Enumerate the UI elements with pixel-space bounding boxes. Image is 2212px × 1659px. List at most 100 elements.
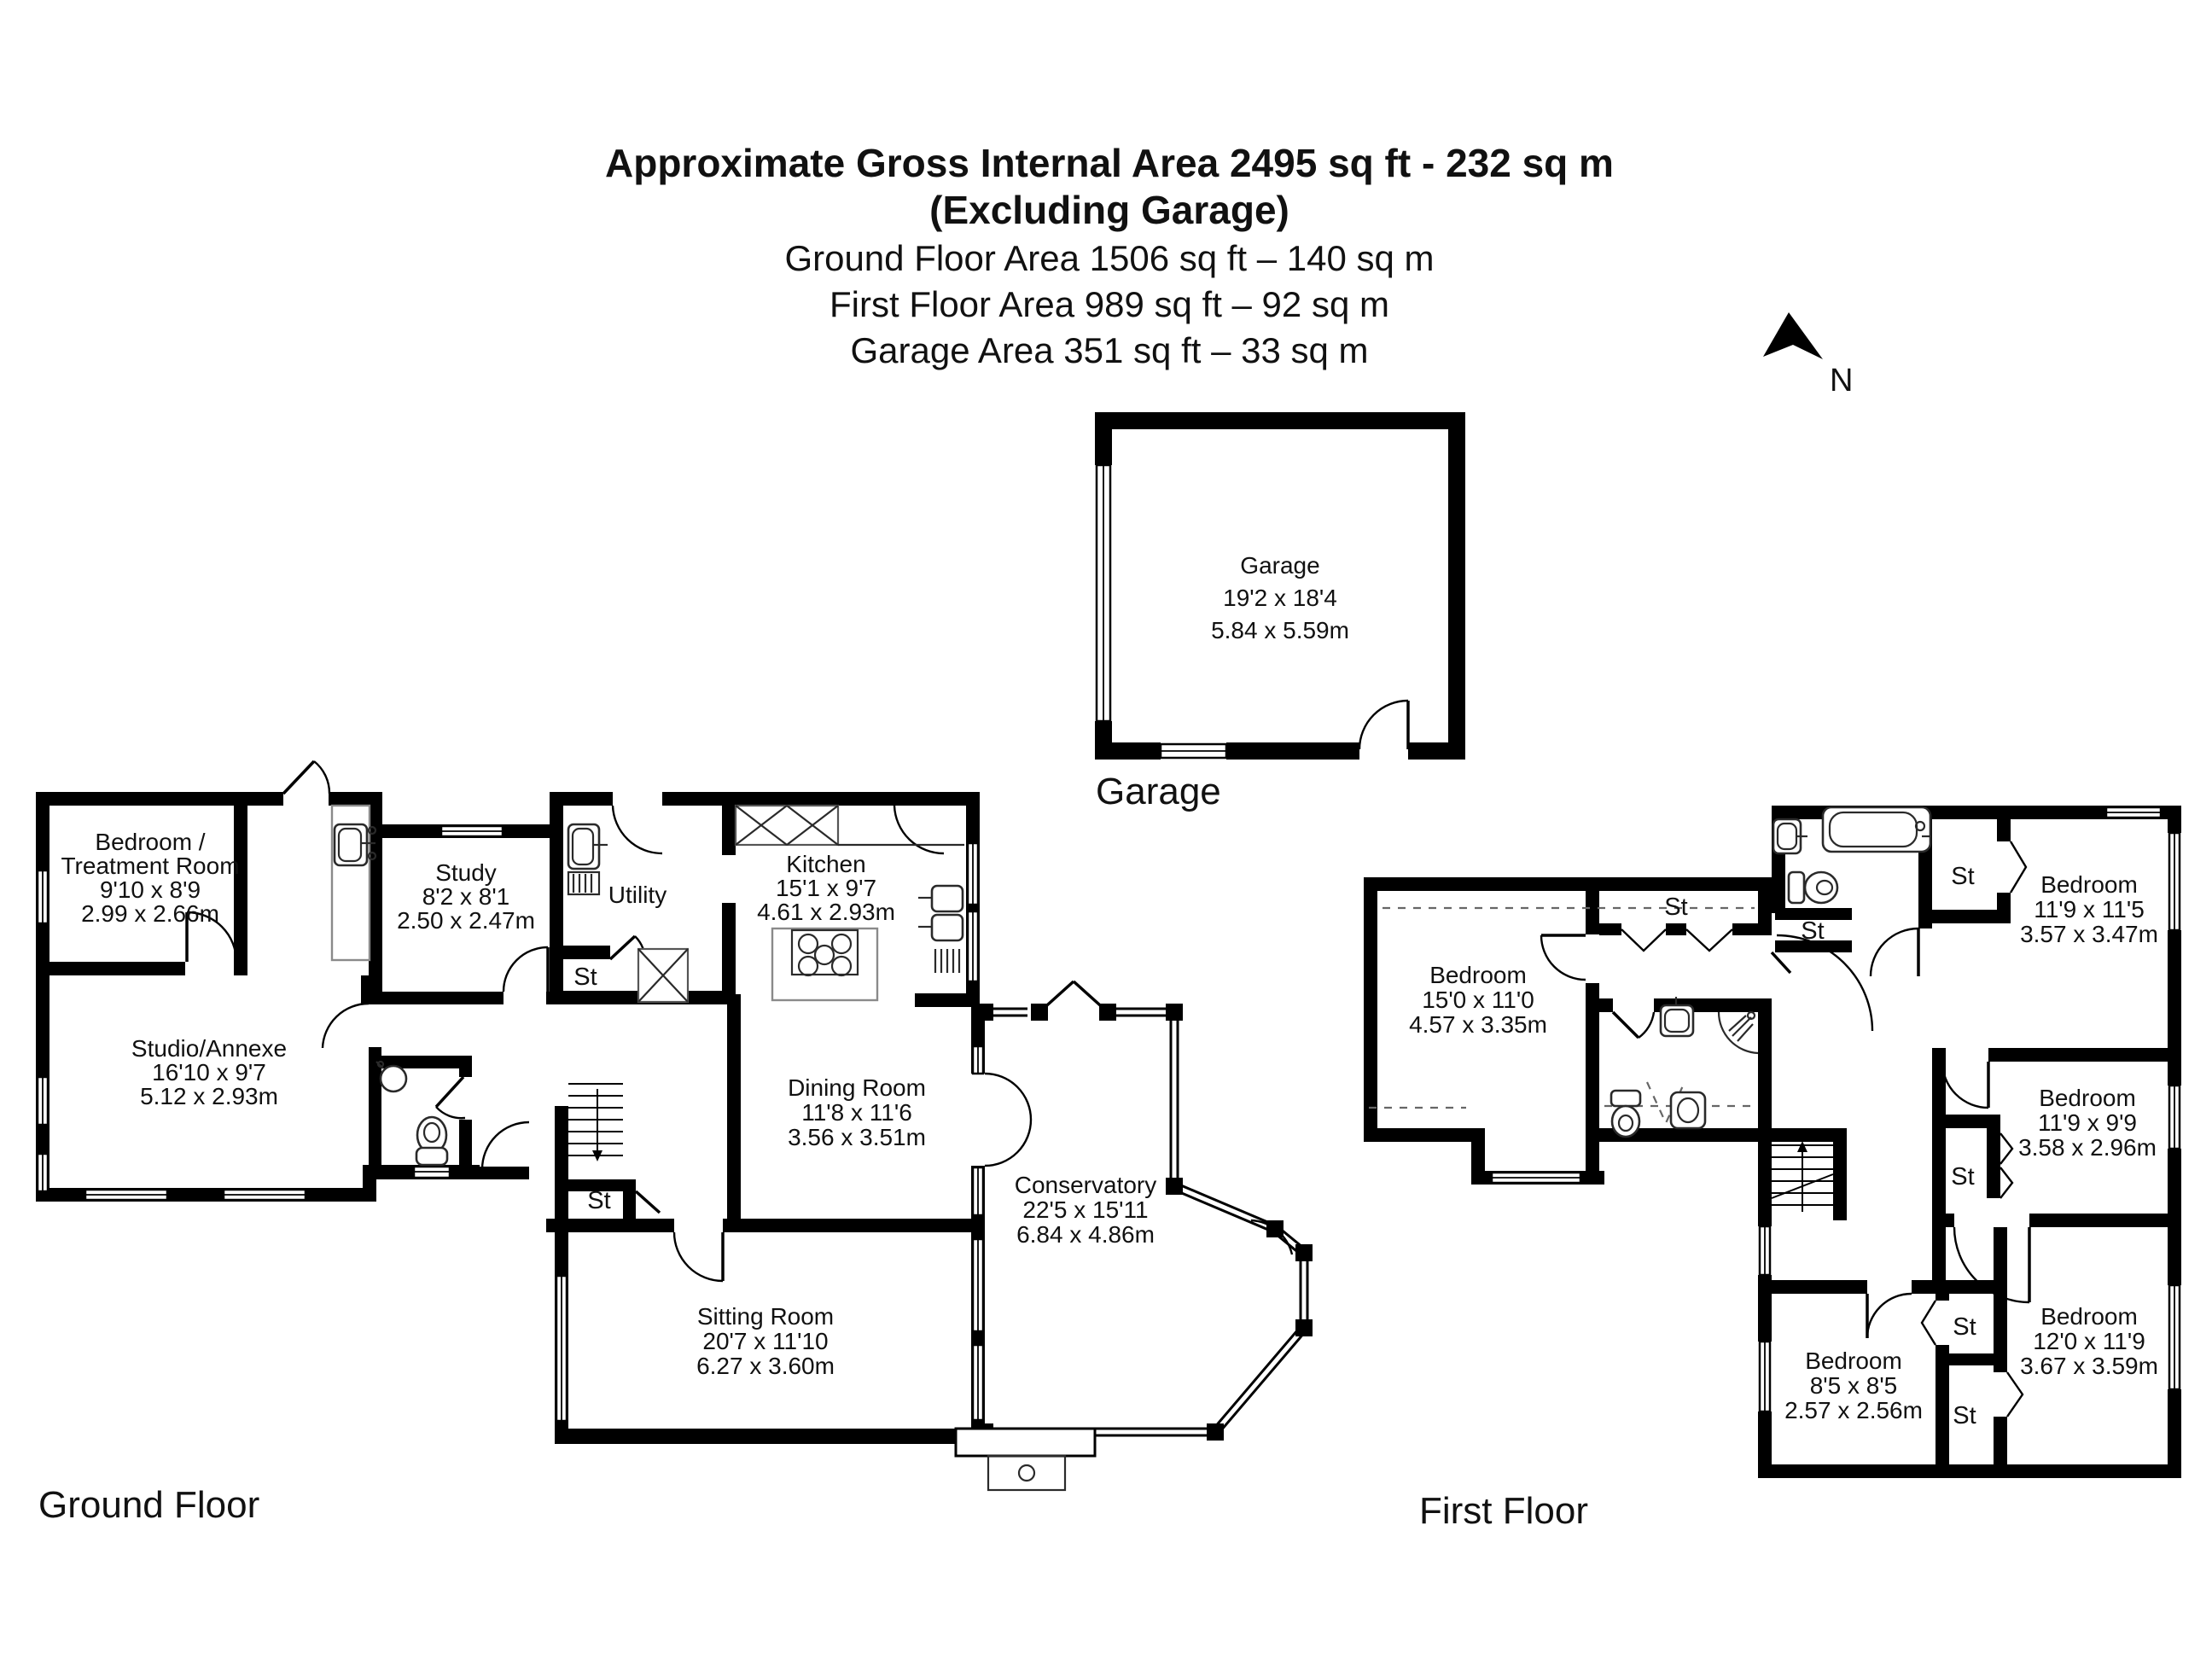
storage-label: St [573, 963, 597, 991]
window [36, 869, 49, 925]
ensuite-toilet-icon [1610, 1089, 1642, 1138]
bedroom-door [1540, 934, 1586, 981]
north-arrow-icon [1763, 312, 1823, 359]
fireplace-icon [954, 1427, 1097, 1492]
room-size-ft: 20'7 x 11'10 [702, 1328, 828, 1354]
garage-room-label: Garage [1240, 552, 1319, 579]
title-line-5: Garage Area 351 sq ft – 33 sq m [850, 330, 1368, 370]
room-label: Conservatory [1015, 1172, 1157, 1198]
room-size-m: 4.57 x 3.35m [1409, 1011, 1547, 1038]
room-size-m: 4.61 x 2.93m [757, 899, 895, 925]
first-floor-plan: Bedroom 15'0 x 11'0 4.57 x 3.35m St St S… [1364, 806, 2181, 1532]
room-size-ft: 12'0 x 11'9 [2033, 1328, 2145, 1354]
room-size-m: 3.67 x 3.59m [2020, 1353, 2158, 1379]
first-floor-walls [1364, 806, 2181, 1478]
window [966, 910, 980, 983]
room-size-m: 6.84 x 4.86m [1016, 1221, 1155, 1248]
study-door [502, 946, 550, 992]
bidet-icon [1669, 1091, 1707, 1130]
storage-door-leaf [1770, 951, 1792, 975]
title-line-1: Approximate Gross Internal Area 2495 sq … [605, 141, 1614, 185]
room-label: Sitting Room [697, 1303, 834, 1330]
window [2104, 806, 2163, 819]
window [222, 1188, 307, 1202]
window [36, 1075, 49, 1126]
room-size-m: 5.12 x 2.93m [140, 1083, 278, 1109]
door-arc [321, 1002, 370, 1049]
window [971, 1343, 985, 1422]
room-size-m: 2.99 x 2.66m [81, 900, 219, 927]
room-label: Treatment Room [61, 853, 239, 879]
wc-door [434, 1075, 466, 1120]
window [84, 1188, 169, 1202]
stairs-arrow [1797, 1141, 1807, 1152]
first-floor-labels: Bedroom 15'0 x 11'0 4.57 x 3.35m St St S… [1409, 863, 2158, 1429]
room-label: Bedroom [2040, 871, 2138, 898]
wc-basin-icon [375, 1060, 408, 1093]
bathroom-sink-icon [1772, 818, 1807, 855]
ground-floor-caption: Ground Floor [38, 1484, 259, 1526]
ground-floor-windows [36, 824, 985, 1423]
window [971, 1166, 985, 1217]
bifold-door [1685, 928, 1733, 952]
utility-cupboard-icon [637, 947, 690, 1004]
window [2168, 1284, 2181, 1391]
ground-floor-labels: Bedroom / Treatment Room 9'10 x 8'9 2.99… [61, 829, 1156, 1379]
entrance-door [282, 760, 331, 795]
room-label: Bedroom [2039, 1085, 2136, 1111]
ensuite-door [1611, 1010, 1656, 1039]
shower-icon [1717, 1010, 1759, 1055]
hall-storage-door [634, 1190, 661, 1214]
garage-window-bottom [1159, 742, 1228, 760]
landing-door-arc [1776, 934, 1874, 1032]
kitchen-cabinets-icon [734, 804, 964, 847]
title-line-4: First Floor Area 989 sq ft – 92 sq m [830, 284, 1389, 324]
room-size-m: 3.58 x 2.96m [2018, 1134, 2157, 1161]
title-block: Approximate Gross Internal Area 2495 sq … [605, 141, 1614, 370]
kitchen-door-arc [893, 805, 945, 855]
window [966, 841, 980, 906]
room-size-m: 3.57 x 3.47m [2020, 921, 2158, 947]
garage-caption: Garage [1096, 771, 1221, 812]
window [971, 1045, 985, 1075]
bathroom-door [1869, 927, 1920, 977]
room-size-ft: 8'2 x 8'1 [422, 883, 510, 910]
room-size-ft: 16'10 x 9'7 [152, 1059, 266, 1086]
first-floor-windows [1490, 806, 2181, 1413]
ground-floor-plan: Bedroom / Treatment Room 9'10 x 8'9 2.99… [36, 760, 1313, 1526]
north-arrow: N [1763, 312, 1853, 399]
conservatory-posts [976, 1004, 1313, 1441]
kitchen-sink-icon [918, 884, 964, 973]
room-label: Bedroom / [95, 829, 205, 855]
ground-stairs [568, 1083, 623, 1161]
room-size-m: 2.57 x 2.56m [1784, 1397, 1923, 1423]
ensuite-sink-icon [1659, 997, 1695, 1038]
conservatory-structure [976, 980, 1313, 1441]
room-size-m: 3.56 x 3.51m [788, 1124, 926, 1150]
storage-label: St [1951, 1163, 1974, 1190]
room-label: Bedroom [2040, 1303, 2138, 1330]
window [439, 824, 504, 838]
room-size-ft: 15'0 x 11'0 [1422, 987, 1534, 1013]
window [1758, 1225, 1772, 1277]
room-label: Bedroom [1429, 962, 1527, 988]
room-size-ft: 11'8 x 11'6 [801, 1099, 912, 1126]
room-size-ft: 11'9 x 11'5 [2034, 896, 2145, 923]
room-size-ft: 22'5 x 15'11 [1022, 1196, 1148, 1223]
window [36, 1152, 49, 1193]
window [412, 1165, 451, 1179]
window [2168, 1084, 2181, 1150]
bath-icon [1821, 806, 1932, 853]
title-line-2: (Excluding Garage) [929, 188, 1289, 232]
room-size-m: 6.27 x 3.60m [696, 1353, 835, 1379]
french-door-arc [984, 1119, 1033, 1167]
bifold-door [2000, 1167, 2014, 1199]
bedroom-door [1866, 1292, 1912, 1339]
garage-window-left [1095, 463, 1112, 723]
first-stairs [1771, 1141, 1834, 1212]
bifold-door [1621, 928, 1667, 952]
first-floor-doors [1540, 841, 2031, 1417]
wc-toilet-icon [415, 1115, 449, 1167]
